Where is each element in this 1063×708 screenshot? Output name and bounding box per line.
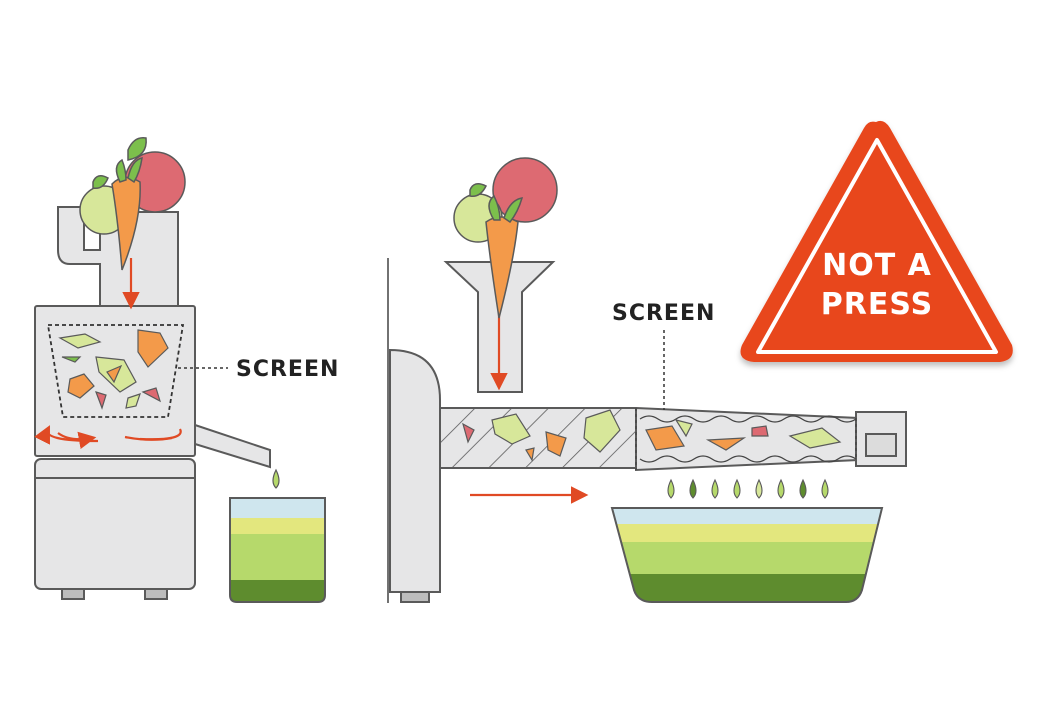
juice-drop-icon — [711, 478, 719, 499]
foot-left — [61, 588, 85, 600]
juice-drop-icon — [821, 478, 829, 499]
juice-tray-right — [610, 507, 884, 603]
juice-drops-row — [667, 478, 829, 499]
produce-right — [453, 157, 558, 319]
warning-line-2: PRESS — [821, 287, 933, 322]
warning-line-1: NOT A — [822, 248, 932, 283]
feed-chute — [57, 206, 179, 307]
juice-drop-icon — [689, 478, 697, 499]
screen-label-right: SCREEN — [612, 301, 715, 326]
motor-base — [34, 458, 196, 590]
juice-glass-left — [229, 497, 326, 603]
juice-drop-icon — [667, 478, 675, 499]
screen-basket-left — [46, 324, 185, 418]
screen-label-left: SCREEN — [236, 357, 339, 382]
produce-fragments-right — [462, 409, 842, 462]
juice-drop-icon — [272, 468, 280, 489]
juice-spout — [194, 423, 271, 469]
end-cap-outlet — [865, 433, 897, 457]
juice-drop-icon — [799, 478, 807, 499]
stand-foot — [400, 591, 430, 603]
juice-drop-icon — [755, 478, 763, 499]
horizontal-juicer — [389, 261, 907, 603]
produce-fragments-left — [58, 329, 169, 410]
juice-drop-icon — [733, 478, 741, 499]
juice-drop-icon — [777, 478, 785, 499]
juicer-stand — [389, 348, 441, 593]
apple-icon — [492, 157, 558, 223]
screen-mesh-right — [635, 408, 857, 470]
produce-left — [79, 137, 186, 271]
rotation-arrows — [34, 425, 182, 450]
foot-right — [144, 588, 168, 600]
warning-triangle-icon — [740, 120, 1013, 362]
